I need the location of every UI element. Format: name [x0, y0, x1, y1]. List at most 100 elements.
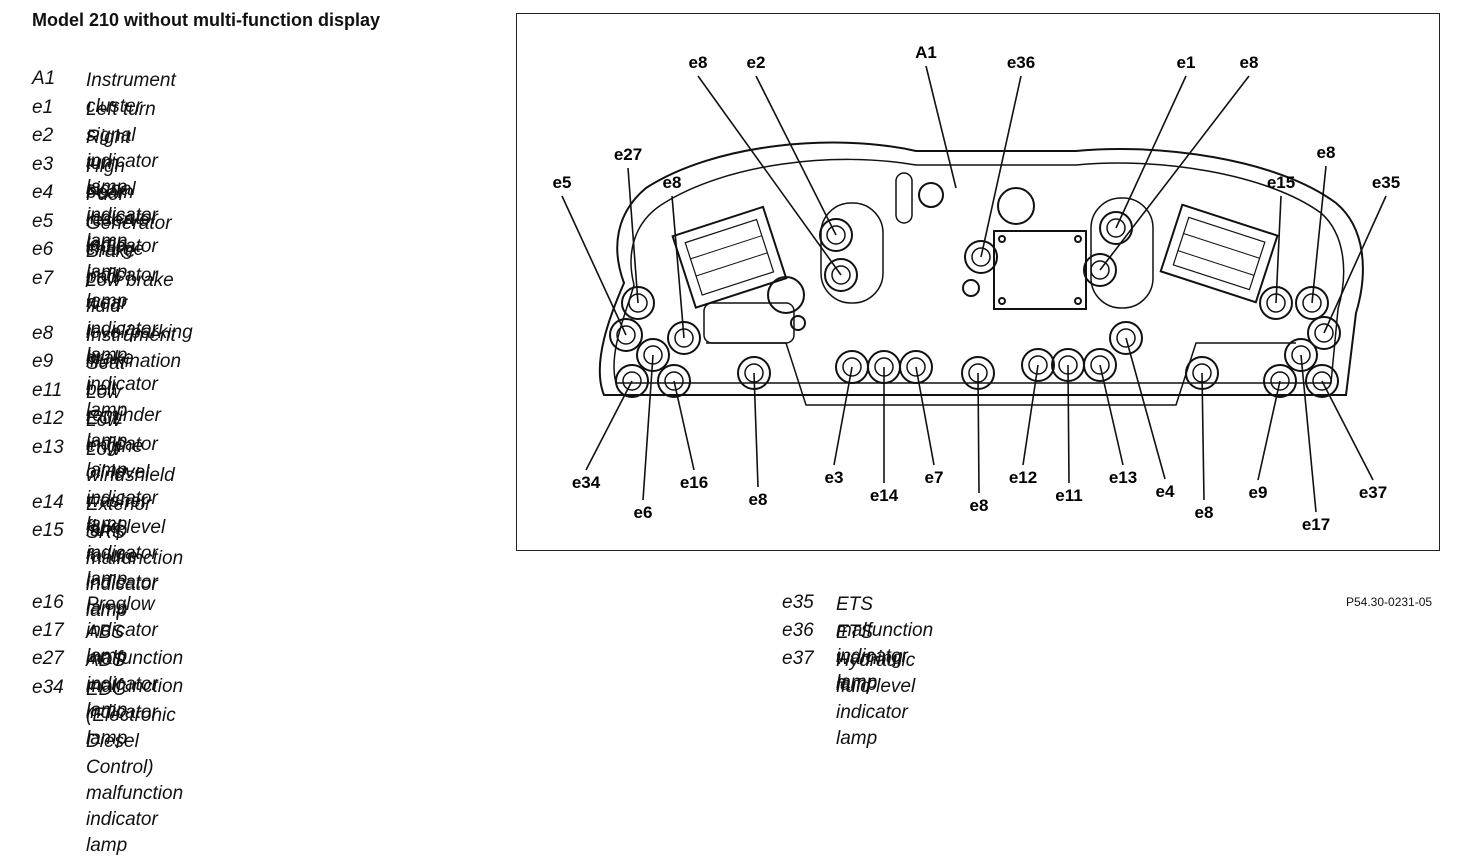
- legend-desc: ETS warning lamp: [836, 622, 903, 696]
- center-module: [993, 230, 1087, 310]
- leader-line: [673, 380, 695, 471]
- leader-line: [585, 380, 633, 471]
- callout-e8: e8: [689, 53, 708, 72]
- legend-desc: Right turn signal indicator lamp: [86, 127, 158, 252]
- leader-line: [561, 195, 627, 336]
- slot-top: [895, 172, 913, 224]
- callout-e15: e15: [1267, 173, 1295, 192]
- legend-code: e6: [32, 239, 54, 260]
- screw-hole: [790, 315, 806, 331]
- lamp-e9: [1263, 364, 1297, 398]
- callout-e7: e7: [925, 468, 944, 487]
- legend-code: e11: [32, 379, 63, 401]
- lamp-e8-top-right: [1083, 253, 1117, 287]
- lamp-e2: [819, 218, 853, 252]
- callout-e8: e8: [1240, 53, 1259, 72]
- leader-line: [1311, 165, 1327, 304]
- callout-e6: e6: [634, 503, 653, 522]
- e2-boss: [820, 202, 884, 304]
- left-connector: [671, 205, 788, 309]
- leader-line: [1125, 337, 1166, 480]
- legend-desc: Low ECL indicator lamp: [86, 381, 158, 481]
- callout-e12: e12: [1009, 468, 1037, 487]
- legend-desc: Fuel reserve indicator lamp: [86, 184, 158, 283]
- callout-e5: e5: [553, 173, 572, 192]
- leader-line: [1201, 372, 1205, 501]
- leader-line: [697, 75, 842, 276]
- leader-line: [925, 65, 957, 189]
- leader-line: [1099, 75, 1250, 271]
- legend-code: e1: [32, 96, 54, 118]
- legend-code: e8: [32, 322, 54, 344]
- leader-line: [1067, 364, 1070, 484]
- callout-e8: e8: [1317, 143, 1336, 162]
- callout-e14: e14: [870, 486, 899, 505]
- leader-line: [980, 75, 1022, 258]
- legend-desc: Hydraulic fluid level indicator lamp: [836, 650, 916, 750]
- lamp-e4: [1109, 321, 1143, 355]
- callout-e9: e9: [1249, 483, 1268, 502]
- legend-code: e34: [32, 676, 64, 698]
- figure-reference: P54.30-0231-05: [1346, 595, 1433, 609]
- legend-code: e4: [32, 182, 54, 203]
- lamp-e17: [1284, 338, 1318, 372]
- legend-code: e14: [32, 491, 64, 513]
- lamp-e7: [899, 350, 933, 384]
- lamp-e34: [615, 364, 649, 398]
- callout-e27: e27: [614, 145, 642, 164]
- legend-code: e3: [32, 153, 54, 175]
- callout-e1: e1: [1177, 53, 1196, 72]
- leader-line: [1257, 380, 1281, 481]
- legend-desc: High beam indicator lamp: [86, 155, 158, 255]
- callout-e8: e8: [1195, 503, 1214, 522]
- diagram-frame: [516, 13, 1440, 551]
- legend-desc: Preglow indicator lamp: [86, 594, 158, 667]
- lower-left-slot: [703, 302, 795, 344]
- lamp-e16: [657, 364, 691, 398]
- callout-e34: e34: [572, 473, 601, 492]
- e1-boss: [1090, 197, 1154, 309]
- leader-line: [627, 167, 639, 304]
- leader-line: [1300, 354, 1317, 513]
- legend-desc: Seat belt reminder lamp: [86, 353, 161, 452]
- legend-code: e17: [32, 620, 64, 642]
- lamp-e15: [1295, 286, 1329, 320]
- callout-e11: e11: [1055, 486, 1082, 505]
- legend-desc: EDC (Electronic Diesel Control) malfunct…: [86, 678, 184, 856]
- leader-line: [1115, 75, 1187, 229]
- legend-code: e2: [32, 125, 54, 146]
- leader-line: [1321, 380, 1374, 481]
- callout-e2: e2: [747, 53, 766, 72]
- legend-desc: Generator charge indicator lamp: [86, 212, 172, 312]
- callout-e35: e35: [1372, 173, 1400, 192]
- leader-line: [1323, 195, 1387, 334]
- callout-e8: e8: [749, 490, 768, 509]
- callout-e17: e17: [1302, 515, 1330, 534]
- legend-desc: Low windshield washer fluid level indica…: [86, 438, 175, 590]
- legend-desc: Low engine oil level indicator lamp: [86, 410, 158, 535]
- callout-e13: e13: [1109, 468, 1137, 487]
- lamp-e37: [1305, 364, 1339, 398]
- leader-line: [671, 195, 685, 339]
- legend-desc: Instrument cluster: [86, 70, 176, 117]
- lamp-e36: [964, 240, 998, 274]
- page-title: Model 210 without multi-function display: [32, 10, 381, 30]
- legend-code: e15: [32, 520, 64, 541]
- legend-desc: SRS malfunction indicator lamp: [86, 522, 184, 621]
- lamp-e12: [1021, 348, 1055, 382]
- legend-desc: Instrument illumination: [86, 324, 182, 372]
- legend-code: e9: [32, 351, 54, 372]
- leader-line: [753, 372, 759, 488]
- lamp-e5: [609, 318, 643, 352]
- callout-e3: e3: [825, 468, 844, 487]
- leader-line: [1099, 364, 1124, 466]
- leader-line: [833, 366, 853, 466]
- callout-e16: e16: [680, 473, 708, 492]
- legend-desc: ETS malfunction indicator lamp: [836, 594, 934, 693]
- cluster-housing: [598, 141, 1364, 396]
- legend-code: e37: [782, 648, 814, 670]
- callout-e36: e36: [1007, 53, 1035, 72]
- leader-line: [642, 354, 654, 501]
- legend-desc: Left turn signal indicator lamp: [86, 98, 158, 198]
